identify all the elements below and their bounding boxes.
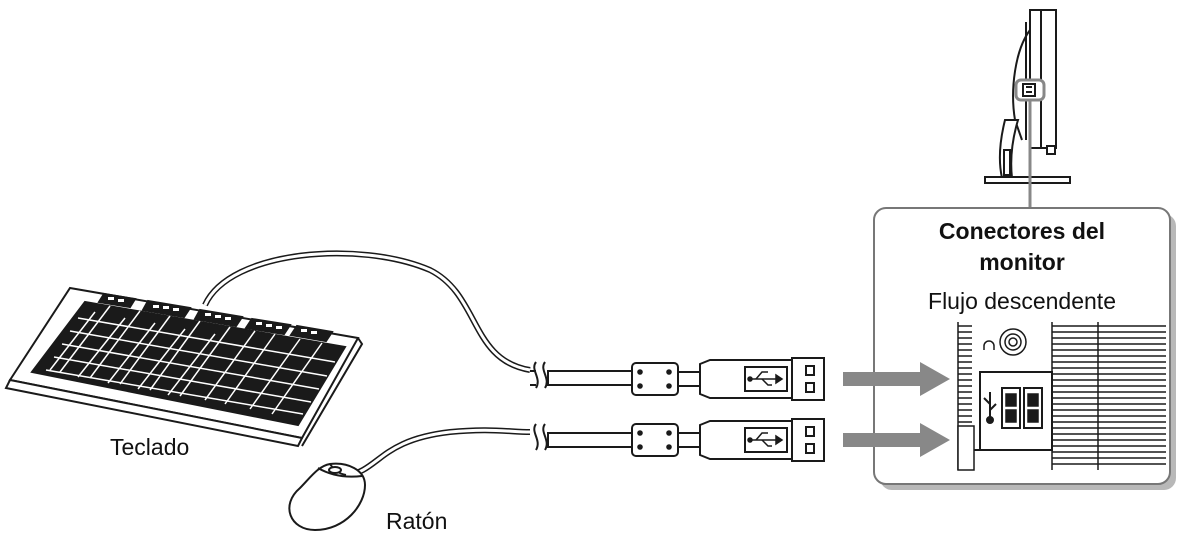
cable-break-top [533,361,548,389]
right-hatch [1051,322,1166,470]
monitor-side-view-icon [984,9,1071,184]
usb-symbol-icon [983,392,997,424]
keyboard-icon [4,286,364,448]
mouse-cable [345,427,531,479]
mouse-icon [288,462,367,532]
monitor-connectors-detail [957,322,1166,471]
connector-panel [873,207,1176,490]
panel-title-line1: Conectores del [938,218,1106,244]
cable-break-bottom [533,423,548,451]
usb-plug-icon-bottom [631,418,825,462]
panel-subtitle: Flujo descendente [928,288,1116,314]
arrow-icon-bottom [843,423,950,457]
keyboard-label: Teclado [110,434,190,460]
panel-title-line2: monitor [979,249,1065,275]
arrow-icon-top [843,362,950,396]
left-hatch [957,322,975,471]
usb-plug-icon-top [631,357,825,401]
mouse-label: Ratón [386,508,448,534]
headphone-icon [983,328,1027,356]
